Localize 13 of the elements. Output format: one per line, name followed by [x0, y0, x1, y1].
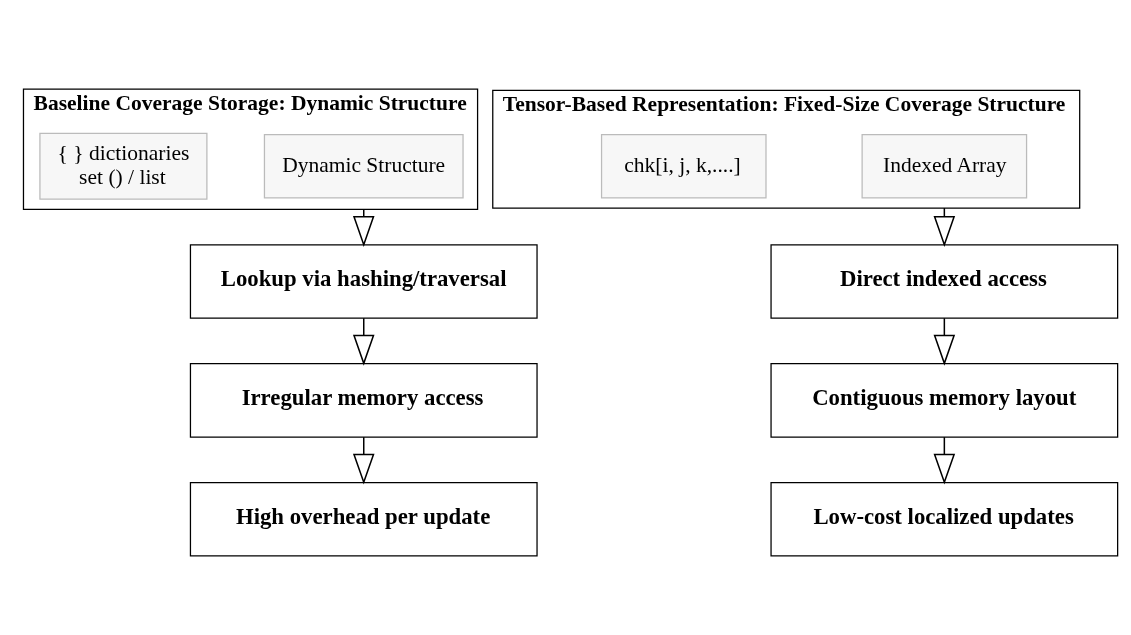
node-box: Low-cost localized updates — [770, 481, 1119, 557]
arrow — [352, 436, 375, 485]
arrow — [352, 208, 375, 247]
node-box: { } dictionaries set () / list — [39, 132, 208, 200]
node-box: Dynamic Structure — [263, 134, 464, 199]
node-box: Irregular memory access — [189, 363, 538, 438]
node-box: Lookup via hashing/traversal — [189, 244, 538, 319]
node-box: Indexed Array — [861, 134, 1028, 199]
node-box: High overhead per update — [189, 481, 538, 557]
node-box: chk[i, j, k,....] — [600, 134, 767, 199]
node-box: Contiguous memory layout — [770, 363, 1119, 438]
node-box: Direct indexed access — [770, 244, 1119, 319]
arrow — [352, 317, 375, 366]
